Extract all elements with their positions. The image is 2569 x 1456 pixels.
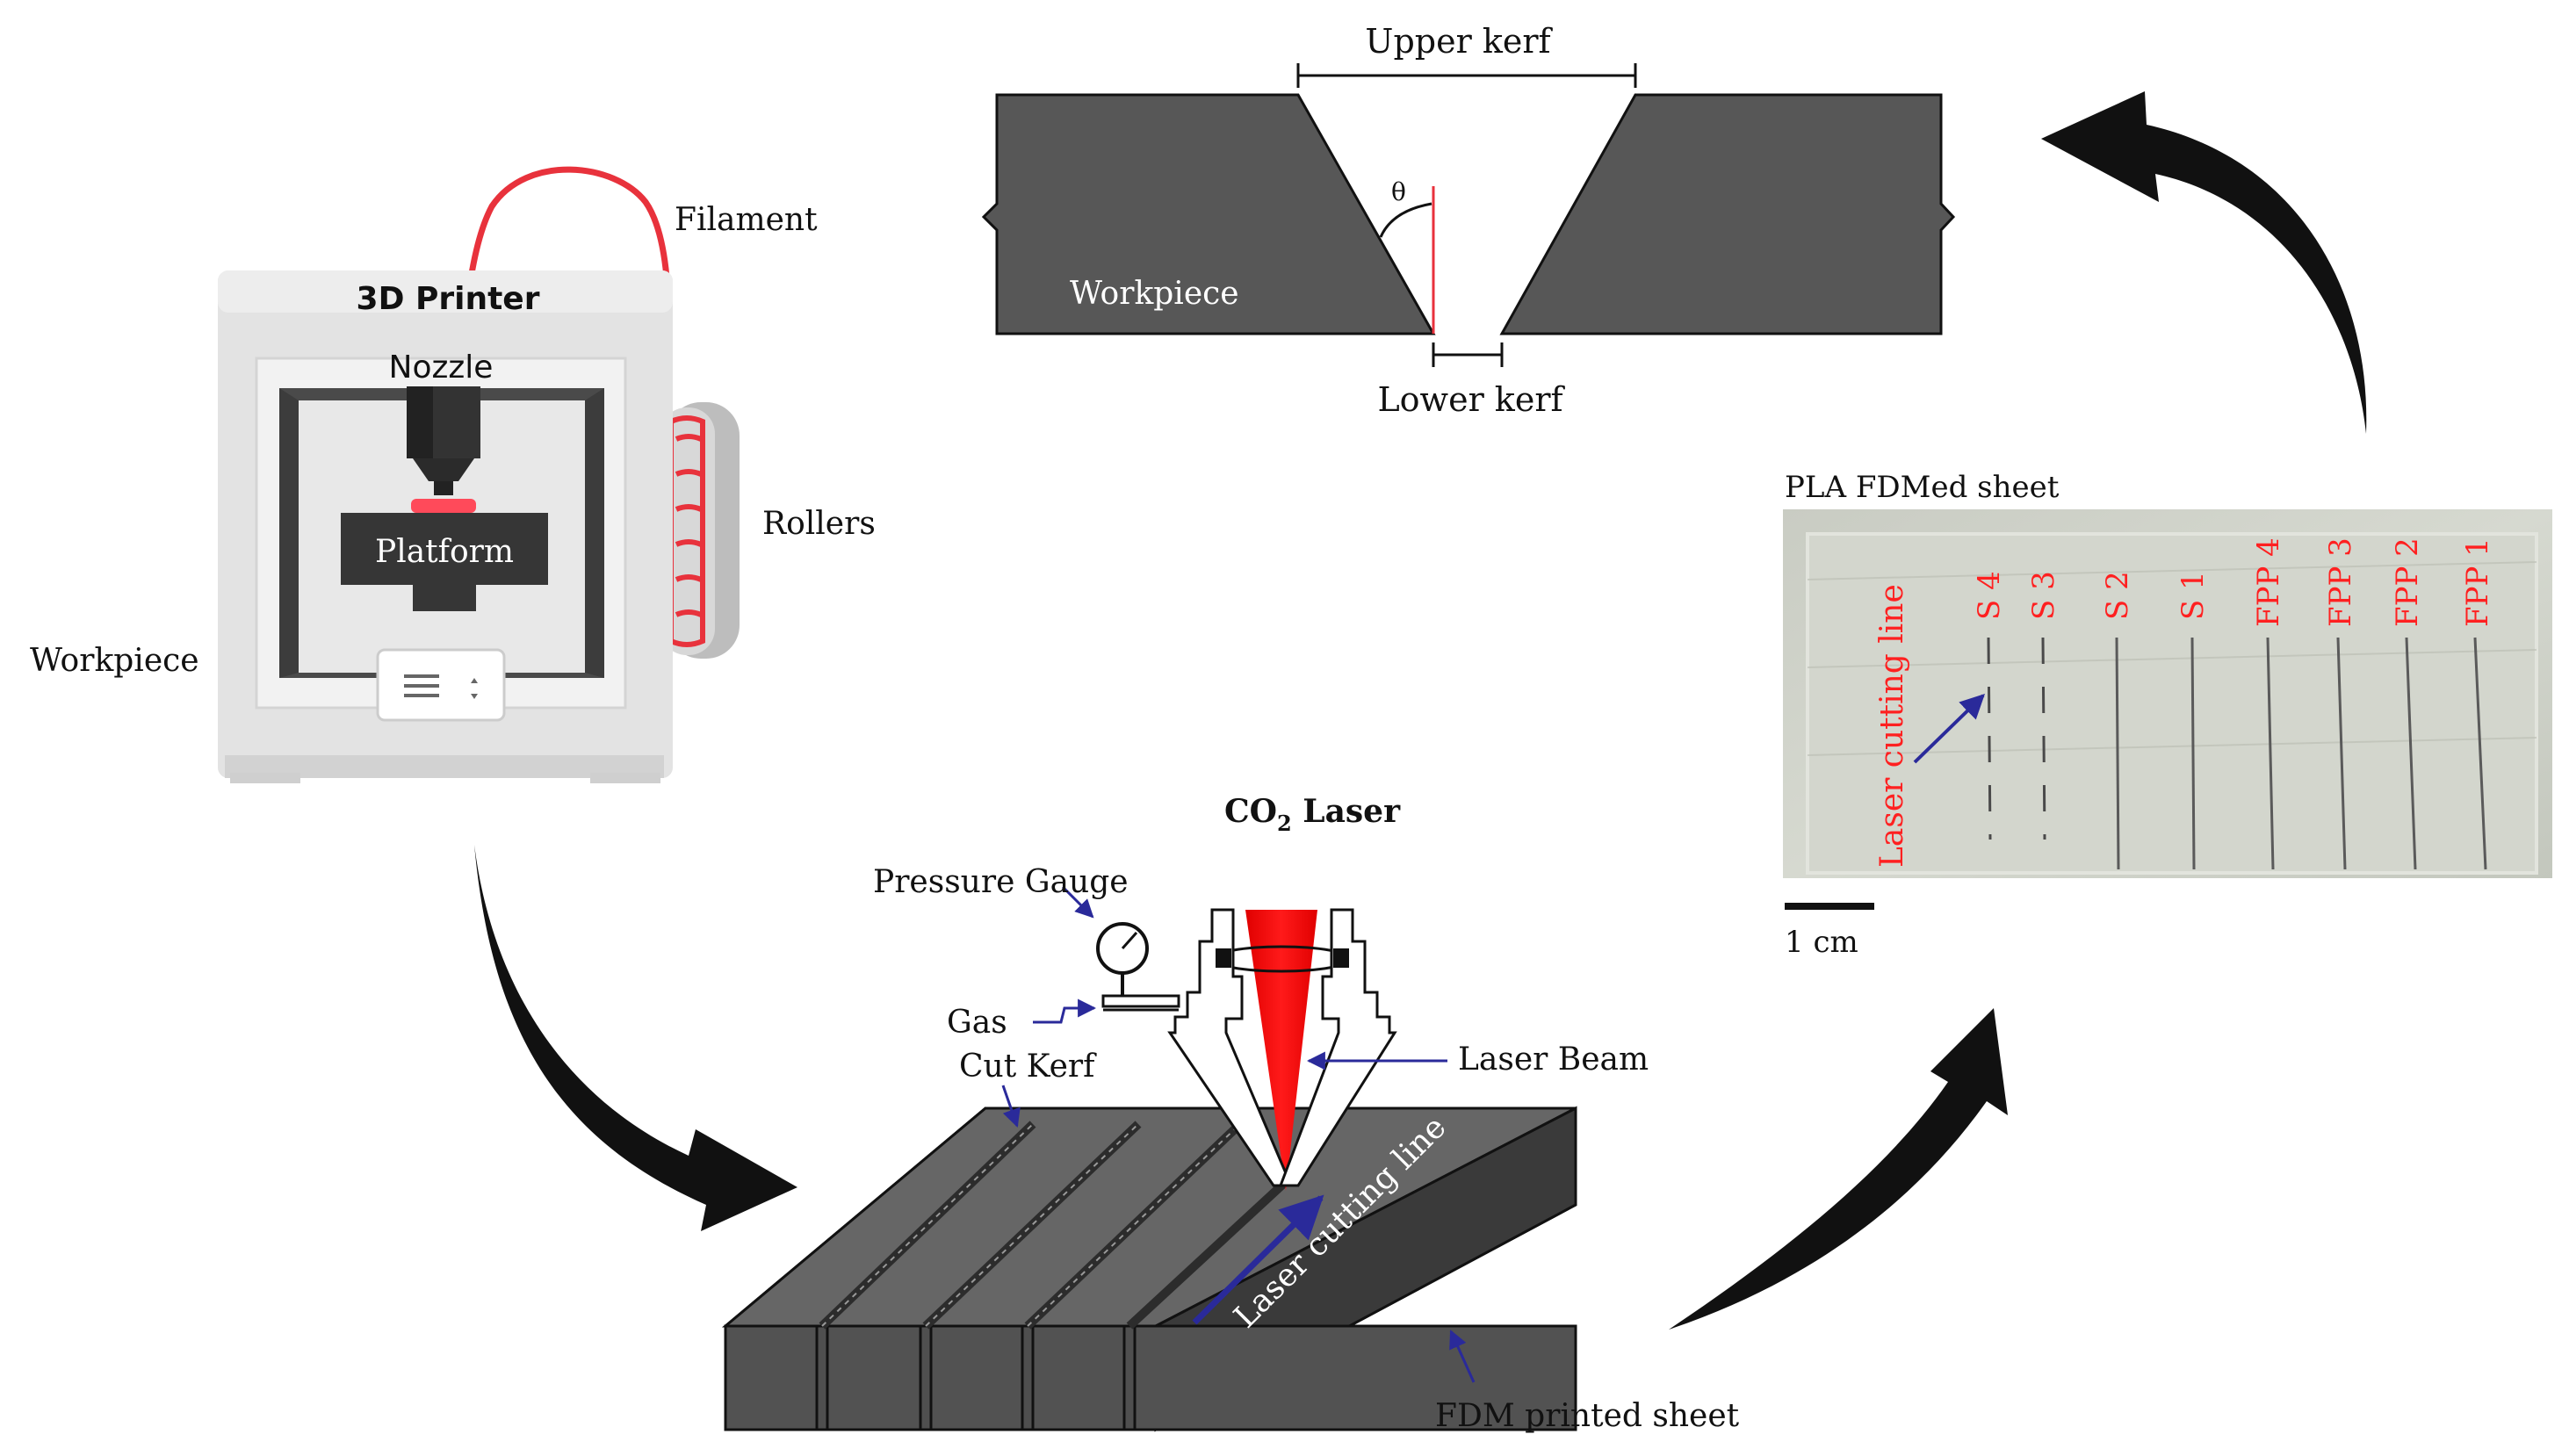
pressure-gauge-label: Pressure Gauge [873, 864, 1129, 900]
flow-arrows [474, 91, 2367, 1330]
photo-cutting-line-label: Laser cutting line [1874, 584, 1910, 868]
photo-cut-label-s2: S 2 [2100, 571, 2135, 620]
printer-illustration [218, 166, 740, 783]
angle-arc [1379, 202, 1432, 238]
rollers-label: Rollers [762, 506, 876, 542]
kerf-cross-section [981, 63, 1956, 367]
cut-kerf-arrow [1001, 1085, 1021, 1128]
photo-cut-label-s3: S 3 [2026, 571, 2061, 620]
pla-sheet-photo [1783, 509, 2552, 878]
laser-head [1167, 908, 1397, 1187]
flow-arrow-photo-to-kerf [2041, 91, 2367, 434]
kerf-workpiece-label: Workpiece [1070, 276, 1239, 312]
workpiece-left-block [981, 93, 1436, 335]
fdm-printed-sheet [721, 1106, 1577, 1432]
gas-inlet-arrow [1033, 998, 1097, 1024]
filament-label: Filament [675, 202, 818, 238]
printer-title: 3D Printer [357, 281, 540, 317]
cut-kerf-label: Cut Kerf [959, 1049, 1097, 1085]
photo-cut-label-s4: S 4 [1972, 571, 2007, 620]
printer-workpiece-label: Workpiece [30, 643, 199, 679]
photo-blue-arrow [1913, 694, 1986, 764]
photo-cut-lines [1987, 637, 2046, 840]
upper-kerf-label: Upper kerf [1365, 22, 1553, 61]
photo-cut-label-fpp4: FPP 4 [2251, 537, 2286, 627]
photo-caption: PLA FDMed sheet [1785, 470, 2060, 505]
photo-cut-label-fpp2: FPP 2 [2390, 537, 2425, 627]
fdm-sheet-label: FDM printed sheet [1435, 1398, 1740, 1434]
theta-label: θ [1391, 177, 1406, 206]
laser-beam-label: Laser Beam [1458, 1042, 1649, 1078]
sheet-cutting-arrow [1192, 1194, 1324, 1325]
workpiece-right-block [1499, 93, 1956, 335]
laser-title: CO2 Laser [1224, 793, 1401, 836]
pressure-gauge-arrow [1061, 885, 1094, 919]
photo-cut-label-s1: S 1 [2176, 571, 2211, 620]
nozzle-label: Nozzle [389, 350, 494, 386]
platform-label: Platform [375, 534, 514, 570]
nozzle [407, 386, 480, 495]
scale-label: 1 cm [1785, 925, 1858, 960]
photo-cut-label-fpp3: FPP 3 [2323, 537, 2358, 627]
gas-label: Gas [947, 1005, 1007, 1041]
pressure-gauge [1096, 922, 1180, 1012]
flow-arrow-printer-to-laser [474, 845, 797, 1231]
photo-cut-label-fpp1: FPP 1 [2460, 537, 2495, 627]
lower-kerf-label: Lower kerf [1377, 380, 1565, 419]
platform [341, 513, 548, 611]
fdm-sheet-arrow [1449, 1330, 1476, 1383]
laser-beam [1245, 910, 1317, 1191]
flow-arrow-laser-to-photo [1669, 1008, 2008, 1330]
